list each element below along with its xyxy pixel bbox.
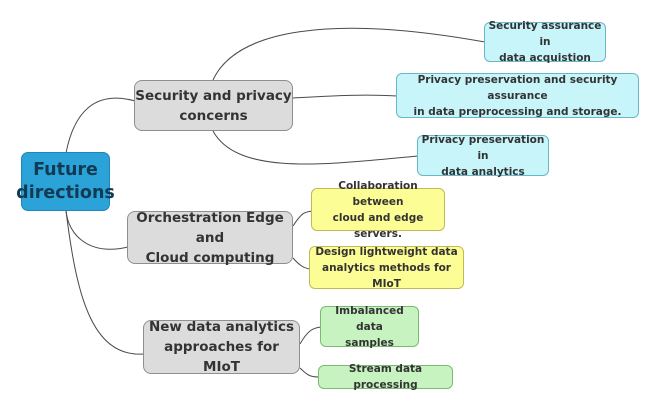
leaf-node-label: Imbalanced data samples [335, 304, 404, 349]
leaf-node-stream-processing: Stream data processing [318, 363, 453, 391]
link-root-analytics [65, 210, 145, 355]
leaf-node-label: Design lightweight data analytics method… [315, 245, 458, 290]
link-analytics-stream [299, 367, 320, 378]
leaf-node-privacy-storage: Privacy preservation and security assura… [396, 73, 639, 118]
leaf-node-label: Collaboration between cloud and edge ser… [332, 179, 424, 240]
link-security-analytics [212, 130, 419, 165]
leaf-node-security-acquisition: Security assurance in data acquistion [484, 20, 606, 64]
root-node-future-directions: Future directions [16, 152, 115, 211]
leaf-node-label: Stream data processing [348, 363, 423, 391]
leaf-node-label: Security assurance in data acquistion [488, 20, 602, 64]
branch-node-label: New data analytics approaches for MIoT [148, 319, 295, 375]
leaf-node-label: Privacy preservation and security assura… [413, 73, 622, 118]
leaf-node-imbalanced-data: Imbalanced data samples [320, 305, 419, 349]
root-node-label: Future directions [16, 159, 115, 203]
branch-node-label: Orchestration Edge and Cloud computing [136, 209, 284, 266]
leaf-node-collaboration: Collaboration between cloud and edge ser… [311, 180, 445, 240]
link-orch-collab [292, 210, 313, 227]
link-analytics-imbalanced [299, 326, 322, 345]
leaf-node-label: Privacy preservation in data analytics [421, 133, 545, 178]
leaf-node-lightweight-methods: Design lightweight data analytics method… [309, 245, 464, 290]
link-root-security [65, 97, 136, 154]
leaf-node-privacy-analytics: Privacy preservation in data analytics [417, 134, 549, 178]
branch-node-new-analytics: New data analytics approaches for MIoT [143, 319, 300, 375]
branch-node-orchestration: Orchestration Edge and Cloud computing [127, 210, 293, 266]
link-root-orchestration [65, 209, 129, 250]
branch-node-security-privacy: Security and privacy concerns [134, 80, 293, 131]
link-security-acquisition [212, 27, 486, 81]
branch-node-label: Security and privacy concerns [135, 87, 292, 124]
link-orch-design [292, 257, 311, 270]
link-security-storage [292, 94, 398, 99]
